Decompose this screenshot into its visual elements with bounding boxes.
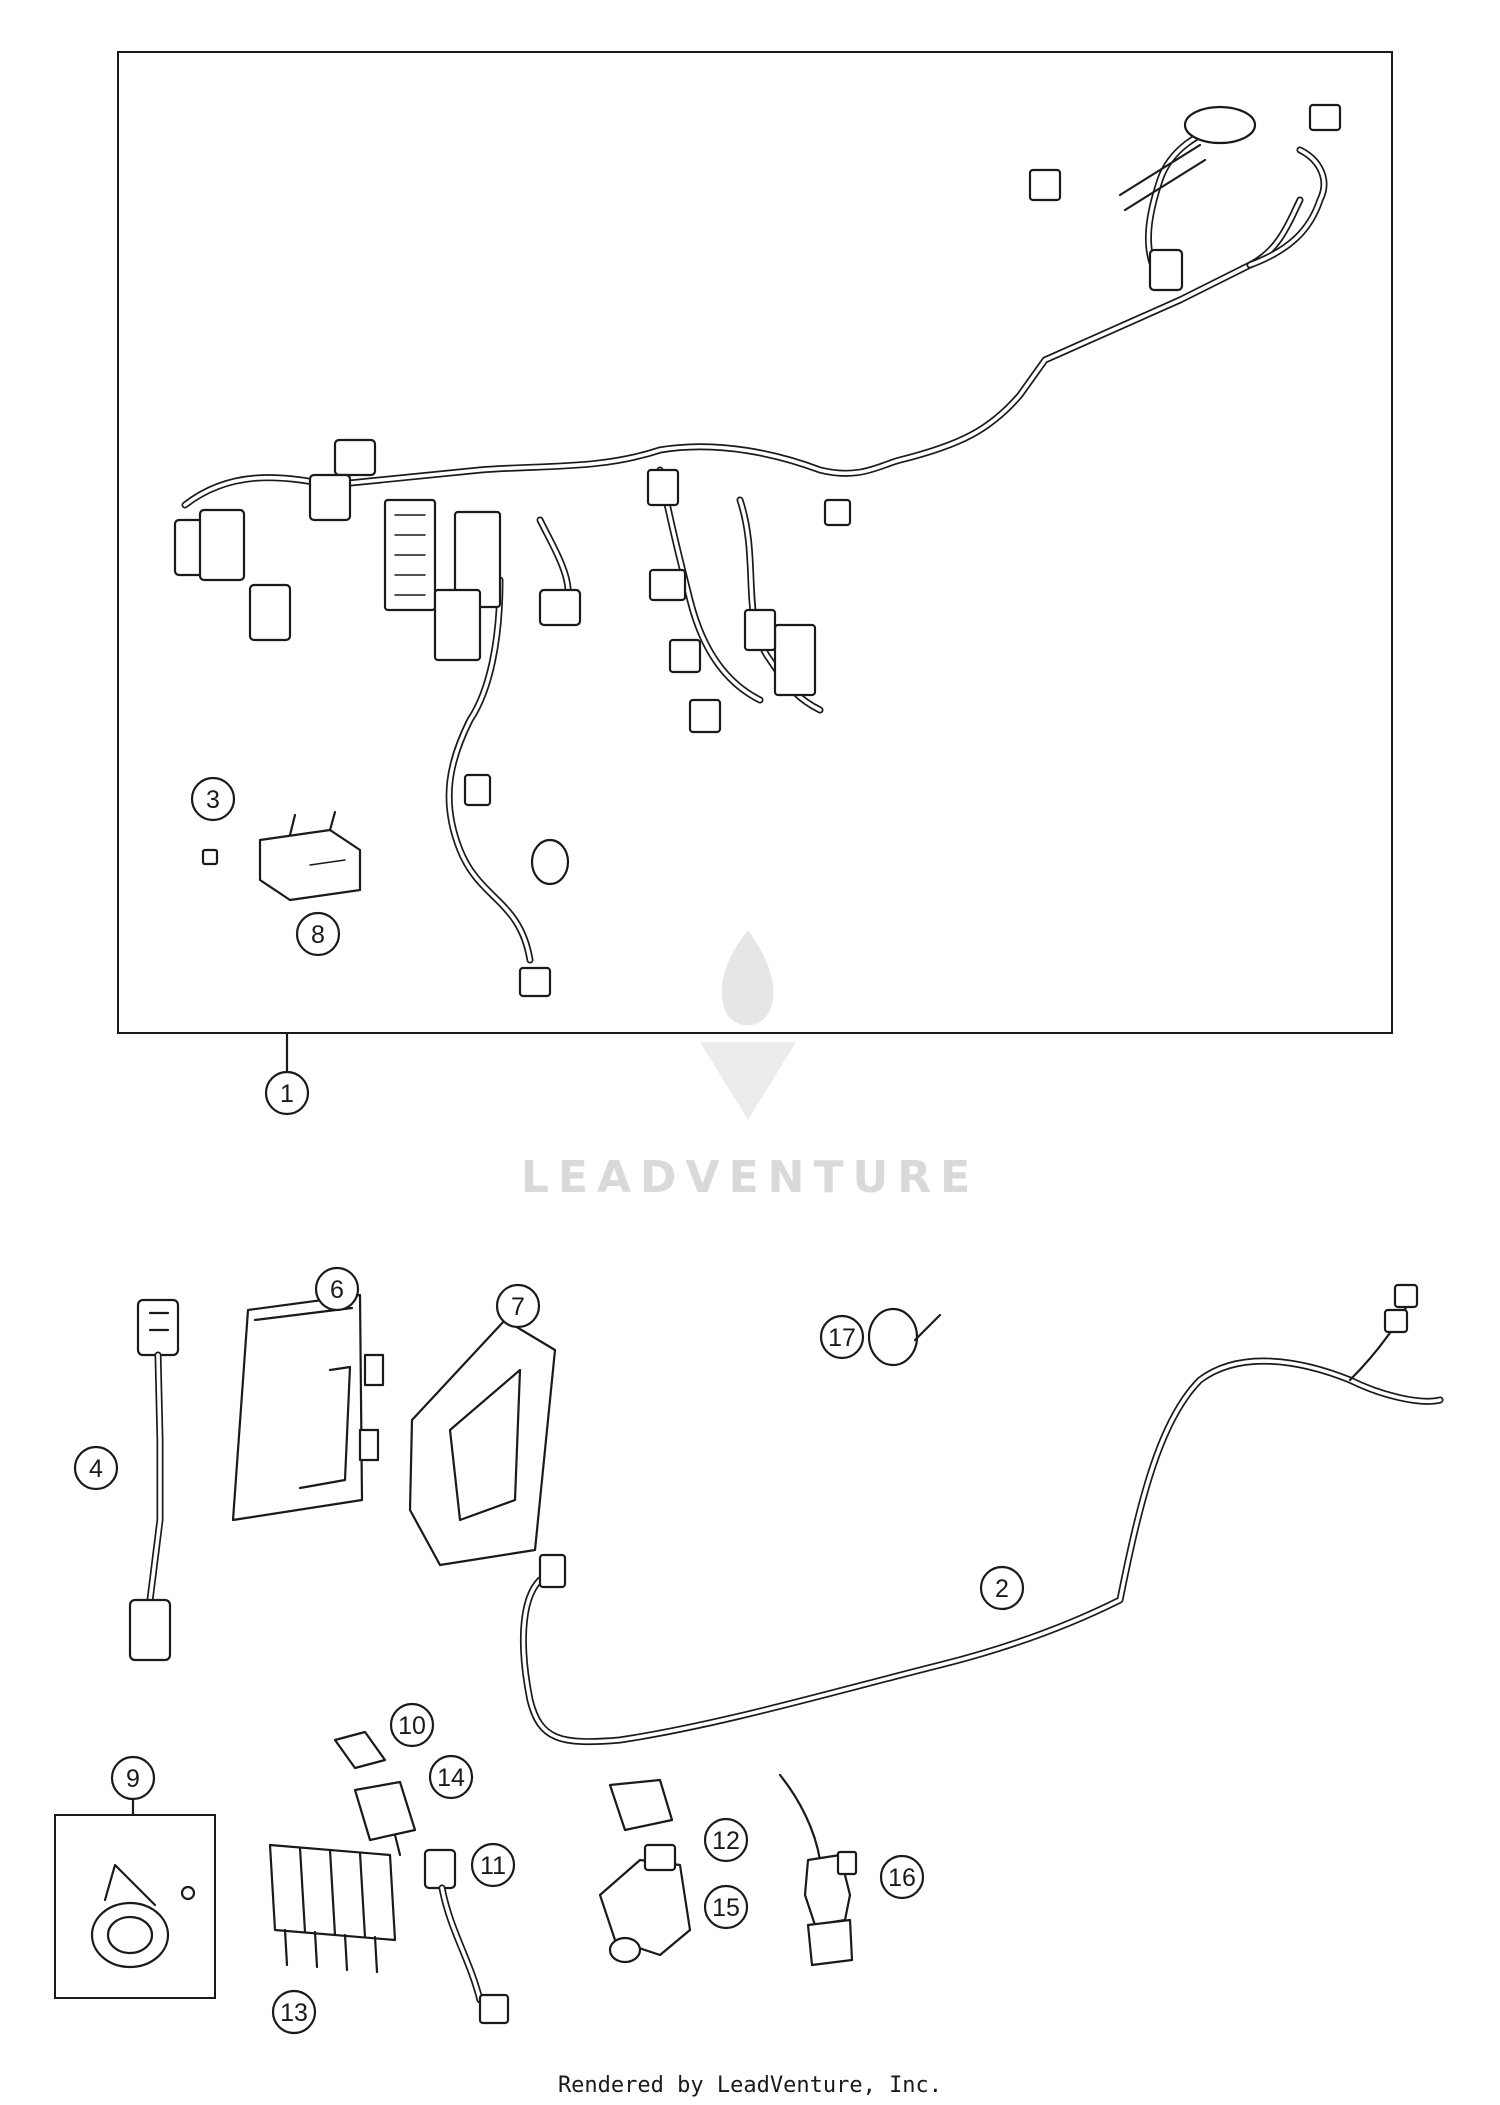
callout-7: 7	[495, 1283, 541, 1329]
callout-14: 14	[428, 1754, 474, 1800]
callout-11: 11	[470, 1842, 516, 1888]
callout-12: 12	[703, 1817, 749, 1863]
svg-text:14: 14	[437, 1764, 465, 1792]
part-11-sensor	[423, 1848, 510, 2025]
footer-credit: Rendered by LeadVenture, Inc.	[558, 2073, 942, 2098]
part-4-sensor	[128, 1298, 180, 1662]
callout-17: 17	[819, 1314, 865, 1360]
part-7-control-unit	[408, 1318, 557, 1567]
callout-1: 1	[264, 1070, 310, 1116]
assembly-1-frame	[117, 51, 1393, 1034]
callout-2: 2	[979, 1565, 1025, 1611]
part-13-relay-block	[268, 1843, 397, 1974]
svg-text:16: 16	[888, 1864, 916, 1892]
watermark: LEADVENTURE	[521, 930, 979, 1203]
part-3-fuse	[201, 848, 219, 866]
part-10-relay	[333, 1730, 387, 1770]
v-logo-icon	[700, 1042, 796, 1120]
part-2-cable	[519, 1283, 1444, 1746]
svg-text:15: 15	[712, 1894, 740, 1922]
svg-text:2: 2	[995, 1575, 1009, 1603]
callout-9: 9	[110, 1755, 156, 1801]
callout-4: 4	[73, 1445, 119, 1491]
svg-text:11: 11	[480, 1852, 506, 1880]
part-6-control-unit	[231, 1293, 385, 1522]
callout-16: 16	[879, 1854, 925, 1900]
part-17-cable-tie	[867, 1307, 942, 1367]
callout-8: 8	[295, 911, 341, 957]
svg-text:12: 12	[712, 1827, 740, 1855]
part-9-frame	[54, 1814, 216, 1999]
watermark-text: LEADVENTURE	[521, 1152, 979, 1203]
part-16-sensor	[778, 1773, 858, 1967]
main-wiring-harness	[173, 103, 1342, 998]
svg-text:6: 6	[330, 1276, 344, 1304]
svg-text:7: 7	[511, 1293, 525, 1321]
callout-10: 10	[389, 1702, 435, 1748]
part-15-sensor	[598, 1843, 692, 1964]
svg-text:9: 9	[126, 1765, 140, 1793]
callout-13: 13	[271, 1989, 317, 2035]
svg-text:4: 4	[89, 1455, 103, 1483]
svg-text:10: 10	[398, 1712, 426, 1740]
flame-logo-icon	[721, 930, 774, 1026]
svg-text:1: 1	[280, 1080, 294, 1108]
part-14-relay	[353, 1780, 417, 1857]
svg-text:13: 13	[280, 1999, 308, 2027]
part-9-horn	[90, 1863, 196, 1969]
callout-15: 15	[703, 1884, 749, 1930]
part-12-sensor	[608, 1778, 674, 1832]
part-8-fuse-box	[258, 810, 362, 902]
svg-text:8: 8	[311, 921, 325, 949]
callout-6: 6	[314, 1266, 360, 1312]
callout-3: 3	[190, 776, 236, 822]
svg-text:17: 17	[828, 1324, 856, 1352]
svg-text:3: 3	[206, 786, 220, 814]
